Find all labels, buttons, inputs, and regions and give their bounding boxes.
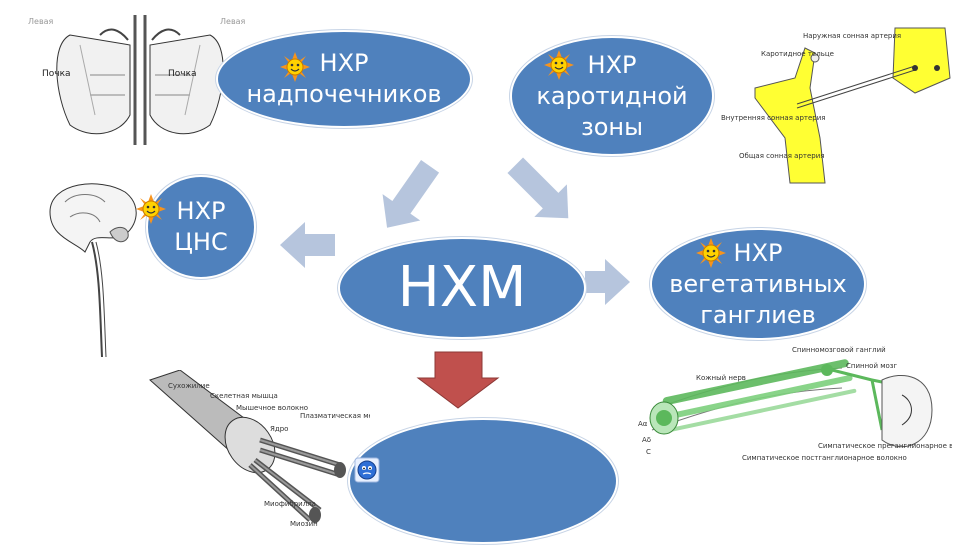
brain-cns-illustration bbox=[40, 172, 150, 372]
carotid-node: НХР каротидной зоны bbox=[510, 36, 714, 156]
carotid-line3: зоны bbox=[580, 112, 644, 141]
sun-icon bbox=[696, 238, 726, 268]
nerve-label-skin-nerve: Кожный нерв bbox=[696, 374, 746, 382]
kidney-top-left-label: Левая bbox=[28, 17, 54, 26]
carotid-label-common: Общая сонная артерия bbox=[739, 152, 825, 160]
nerve-label-spinal-cord: Спинной мозг bbox=[846, 362, 898, 370]
carotid-line1: НХР bbox=[587, 50, 637, 79]
arrow-down bbox=[416, 351, 500, 409]
ganglia-node: НХР вегетативных ганглиев bbox=[650, 228, 866, 340]
nerve-label-a-alpha: Аα bbox=[638, 420, 648, 428]
arrow-to-ganglia bbox=[585, 259, 630, 305]
ganglia-line3: ганглиев bbox=[700, 300, 816, 329]
arrow-to-cns bbox=[280, 222, 335, 268]
kidney-right-label: Почка bbox=[168, 69, 197, 79]
muscle-label-tendon: Сухожилие bbox=[168, 382, 210, 390]
kidney-top-right-label: Левая bbox=[220, 17, 246, 26]
sun-icon bbox=[544, 50, 574, 80]
cns-node: НХР ЦНС bbox=[146, 175, 256, 279]
center-node: НХМ bbox=[338, 237, 586, 339]
center-label: НХМ bbox=[397, 255, 527, 320]
arrow-to-adrenal bbox=[382, 160, 440, 228]
carotid-line2: каротидной bbox=[536, 81, 688, 110]
ganglia-line2: вегетативных bbox=[669, 269, 847, 298]
carotid-label-body: Каротидное тельце bbox=[761, 50, 834, 58]
ganglia-line1: НХР bbox=[733, 238, 783, 267]
adrenal-line2: надпочечников bbox=[246, 80, 442, 108]
muscle-label-myofibril: Миофибрилла bbox=[264, 500, 316, 508]
cns-line1: НХР bbox=[176, 197, 226, 225]
sun-icon bbox=[280, 52, 310, 82]
muscle-label-skeletal: Скелетная мышца bbox=[210, 392, 278, 400]
muscle-illustration: Сухожилие Скелетная мышца Мышечное волок… bbox=[140, 370, 370, 530]
nerve-label-a-delta: Аδ bbox=[642, 436, 652, 444]
adrenal-line1: НХР bbox=[319, 49, 369, 77]
sun-icon bbox=[136, 194, 166, 224]
kidney-left-label: Почка bbox=[42, 69, 71, 79]
nerve-label-post: Симпатическое постганглионарное волокно bbox=[742, 454, 907, 462]
carotid-label-external: Наружная сонная артерия bbox=[803, 32, 902, 40]
adrenal-node: НХР надпочечников bbox=[216, 30, 472, 128]
arrow-to-carotid bbox=[507, 157, 569, 219]
carotid-label-internal: Внутренняя сонная артерия bbox=[721, 114, 826, 122]
nerve-label-c: С bbox=[646, 448, 651, 456]
muscle-label-nucleus: Ядро bbox=[270, 425, 289, 433]
muscle-label-myosin: Миозин bbox=[290, 520, 318, 528]
carotid-illustration: Наружная сонная артерия Каротидное тельц… bbox=[715, 18, 955, 188]
muscle-label-fiber: Мышечное волокно bbox=[236, 404, 309, 412]
sad-face-icon bbox=[354, 457, 380, 483]
bottom-node bbox=[348, 418, 618, 544]
nerve-label-pre: Симпатическое преганглионарное волокно bbox=[818, 442, 952, 450]
nerve-label-ganglion: Спинномозговой ганглий bbox=[792, 346, 886, 354]
kidney-adrenal-illustration: Почка Почка Левая Левая bbox=[20, 15, 260, 145]
muscle-label-membrane: Плазматическая мембрана bbox=[300, 412, 370, 420]
cns-line2: ЦНС bbox=[174, 228, 228, 256]
nerve-fiber-illustration: Спинномозговой ганглий Спинной мозг Кожн… bbox=[632, 340, 952, 480]
